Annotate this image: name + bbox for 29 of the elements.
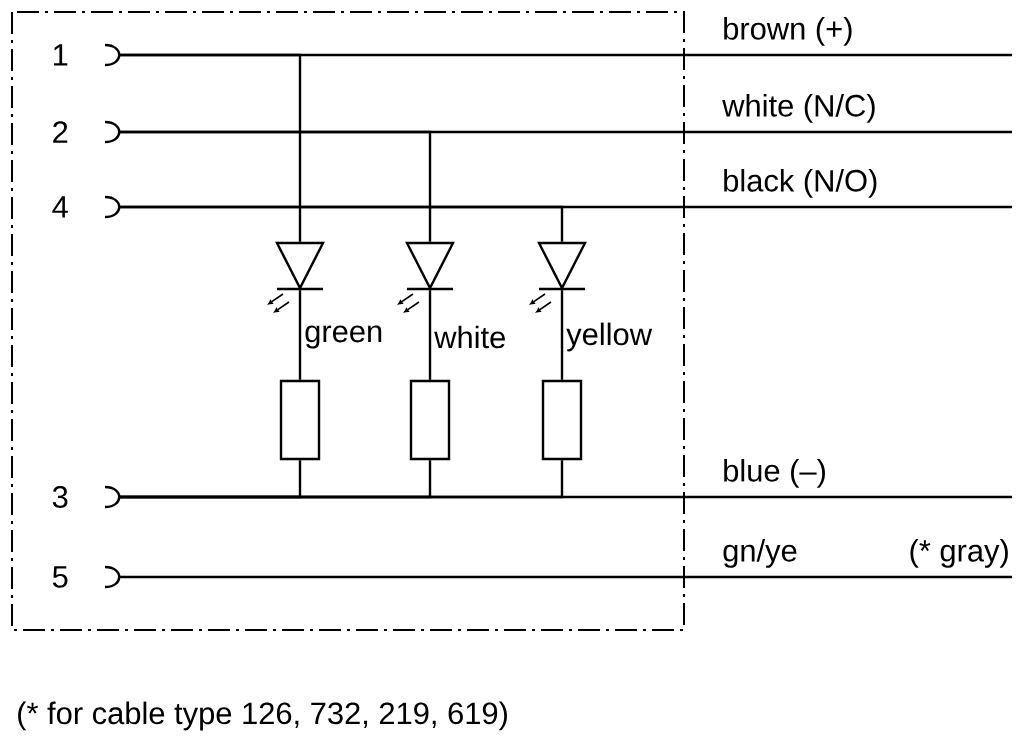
wire-label: gn/ye <box>721 538 799 569</box>
wire-label: brown (+) <box>721 16 855 47</box>
pin-contact: 1 <box>54 43 121 67</box>
wire-label: blue (–) <box>721 458 828 489</box>
resistor-symbol <box>279 379 321 461</box>
pin-contact: 5 <box>52 565 121 589</box>
wire <box>120 130 432 242</box>
led-symbol <box>397 241 455 313</box>
resistor-symbol <box>409 379 451 461</box>
wire-label: white (N/C) <box>721 93 878 124</box>
led-symbol <box>529 241 587 313</box>
wire <box>120 575 1012 579</box>
led-label: yellow <box>566 322 653 352</box>
resistor-symbol <box>541 379 583 461</box>
led-symbol <box>267 241 325 313</box>
wire <box>298 290 302 380</box>
note-text: (* gray) <box>910 539 1008 568</box>
wire <box>120 53 302 242</box>
pin-contact: 4 <box>52 195 121 219</box>
wire <box>120 205 564 242</box>
pin-contact: 3 <box>52 485 121 509</box>
wire <box>560 290 564 380</box>
pin-contact: 2 <box>53 120 121 144</box>
led-label: white <box>434 325 505 349</box>
note-text: (* for cable type 126, 732, 219, 619) <box>18 701 507 731</box>
wire <box>428 290 432 380</box>
wire-label: black (N/O) <box>721 168 880 199</box>
led-label: green <box>305 325 382 349</box>
wire <box>120 460 564 499</box>
